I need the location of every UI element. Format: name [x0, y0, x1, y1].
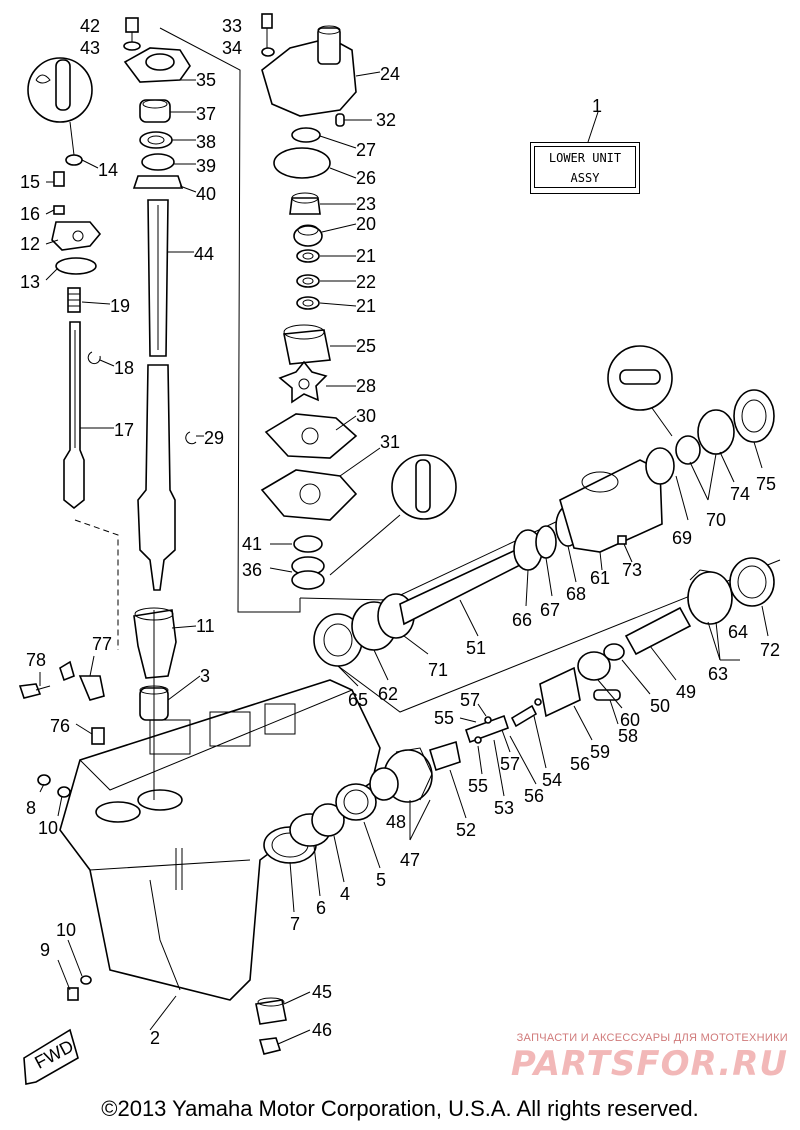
part-label-45: 45: [312, 982, 332, 1002]
part-label-31: 31: [380, 432, 400, 452]
part-label-67: 67: [540, 600, 560, 620]
part-label-39: 39: [196, 156, 216, 176]
part-label-21b: 21: [356, 296, 376, 316]
part-label-29: 29: [204, 428, 224, 448]
part-label-60: 60: [620, 710, 640, 730]
part-label-8: 8: [26, 798, 36, 818]
part-label-30: 30: [356, 406, 376, 426]
part-label-68: 68: [566, 584, 586, 604]
part-label-1: 1: [592, 96, 602, 116]
part-label-48: 48: [386, 812, 406, 832]
part-label-34: 34: [222, 38, 242, 58]
part-label-40: 40: [196, 184, 216, 204]
copyright-notice: ©2013 Yamaha Motor Corporation, U.S.A. A…: [101, 1096, 699, 1121]
part-label-56: 56: [570, 754, 590, 774]
part-label-10b: 10: [56, 920, 76, 940]
part-label-43: 43: [80, 38, 100, 58]
part-label-74: 74: [730, 484, 750, 504]
part-label-37: 37: [196, 104, 216, 124]
part-label-69: 69: [672, 528, 692, 548]
part-label-22: 22: [356, 272, 376, 292]
part-label-65: 65: [348, 690, 368, 710]
water-pump-parts: [260, 13, 457, 590]
part-label-6: 6: [316, 898, 326, 918]
part-label-10: 10: [38, 818, 58, 838]
part-label-20: 20: [356, 214, 376, 234]
part-label-42: 42: [80, 16, 100, 36]
part-label-35: 35: [196, 70, 216, 90]
part-label-55: 55: [434, 708, 454, 728]
leader-lines: [39, 71, 769, 1045]
shift-rod-parts: [27, 57, 102, 510]
part-label-57b: 57: [500, 754, 520, 774]
part-label-44: 44: [194, 244, 214, 264]
forward-gear-parts: [263, 557, 775, 864]
part-label-15: 15: [20, 172, 40, 192]
watermark-logo: PARTSFOR.RU: [510, 1044, 788, 1084]
part-label-62: 62: [378, 684, 398, 704]
part-label-24: 24: [380, 64, 400, 84]
part-label-71: 71: [428, 660, 448, 680]
part-label-55b: 55: [468, 776, 488, 796]
part-label-36: 36: [242, 560, 262, 580]
part-label-50: 50: [650, 696, 670, 716]
part-label-56b: 56: [524, 786, 544, 806]
part-label-23: 23: [356, 194, 376, 214]
part-label-21: 21: [356, 246, 376, 266]
part-label-26: 26: [356, 168, 376, 188]
part-label-72: 72: [760, 640, 780, 660]
part-label-66: 66: [512, 610, 532, 630]
part-label-19: 19: [110, 296, 130, 316]
part-label-33: 33: [222, 16, 242, 36]
part-label-13: 13: [20, 272, 40, 292]
part-label-73: 73: [622, 560, 642, 580]
part-label-78: 78: [26, 650, 46, 670]
part-label-25: 25: [356, 336, 376, 356]
part-label-75: 75: [756, 474, 776, 494]
part-label-16: 16: [20, 204, 40, 224]
part-label-14: 14: [98, 160, 118, 180]
assy-box-line2: ASSY: [570, 171, 600, 185]
part-label-61: 61: [590, 568, 610, 588]
part-label-54: 54: [542, 770, 562, 790]
part-label-59: 59: [590, 742, 610, 762]
part-label-32: 32: [376, 110, 396, 130]
part-label-9: 9: [40, 940, 50, 960]
part-label-11: 11: [196, 616, 215, 636]
part-label-27: 27: [356, 140, 376, 160]
part-label-52: 52: [456, 820, 476, 840]
part-label-63: 63: [708, 664, 728, 684]
part-label-47: 47: [400, 850, 420, 870]
part-label-28: 28: [356, 376, 376, 396]
part-label-64: 64: [728, 622, 748, 642]
part-label-12: 12: [20, 234, 40, 254]
assy-box-line1: LOWER UNIT: [548, 151, 622, 165]
propeller-shaft-parts: [313, 345, 775, 667]
part-label-76: 76: [50, 716, 70, 736]
part-label-5: 5: [376, 870, 386, 890]
part-label-17: 17: [114, 420, 134, 440]
part-label-58: 58: [618, 726, 638, 746]
part-label-49: 49: [676, 682, 696, 702]
part-label-2: 2: [150, 1028, 160, 1048]
lower-unit-assy-box: LOWER UNIT ASSY: [530, 142, 640, 194]
part-label-51: 51: [466, 638, 486, 658]
part-label-3: 3: [200, 666, 210, 686]
part-29-ring: [185, 431, 197, 445]
part-label-38: 38: [196, 132, 216, 152]
part-label-46: 46: [312, 1020, 332, 1040]
part-labels: 42 43 33 34 35 24 37 32 38 27 39 40 26 1…: [20, 16, 780, 1073]
part-label-4: 4: [340, 884, 350, 904]
part-label-57: 57: [460, 690, 480, 710]
part-label-18: 18: [114, 358, 134, 378]
part-label-70: 70: [706, 510, 726, 530]
part-label-41: 41: [242, 534, 262, 554]
part-label-53: 53: [494, 798, 514, 818]
part-label-77: 77: [92, 634, 112, 654]
part-label-7: 7: [290, 914, 300, 934]
drive-shaft-housing-parts: [123, 17, 191, 591]
watermark-tagline: ЗАПЧАСТИ И АКСЕССУАРЫ ДЛЯ МОТОТЕХНИКИ: [516, 1032, 788, 1044]
